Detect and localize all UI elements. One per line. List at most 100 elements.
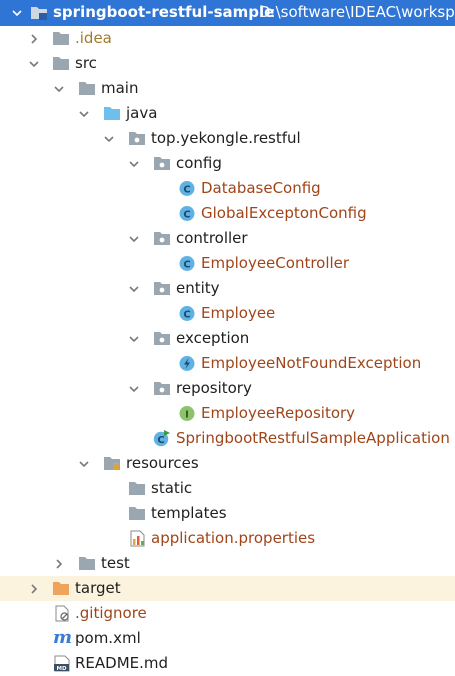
tree-row-src[interactable]: src: [0, 51, 455, 76]
package-icon: [154, 282, 170, 295]
tree-label-exception: exception: [176, 329, 250, 347]
tree-label-main: main: [101, 79, 139, 97]
chevron-right-icon[interactable]: [51, 551, 67, 576]
package-icon: [154, 382, 170, 395]
tree-label-employee-not-found-exception: EmployeeNotFoundException: [201, 354, 422, 372]
tree-row-employee-not-found-exception[interactable]: EmployeeNotFoundException: [0, 351, 455, 376]
markdown-file-icon: MD: [54, 655, 70, 672]
interface-icon: I: [179, 406, 195, 421]
chevron-down-icon[interactable]: [76, 451, 92, 476]
tree-label-src: src: [75, 54, 97, 72]
chevron-down-icon[interactable]: [9, 0, 25, 25]
svg-text:MD: MD: [56, 666, 66, 672]
chevron-down-icon[interactable]: [126, 376, 142, 401]
tree-row-employee-repository[interactable]: I EmployeeRepository: [0, 401, 455, 426]
svg-text:I: I: [185, 410, 189, 421]
tree-label-target: target: [75, 579, 121, 597]
folder-icon: [53, 57, 69, 70]
folder-icon: [79, 82, 95, 95]
tree-row-target[interactable]: target: [0, 576, 455, 601]
tree-row-config[interactable]: config: [0, 151, 455, 176]
tree-row-application-properties[interactable]: application.properties: [0, 526, 455, 551]
tree-label-readme: README.md: [75, 654, 169, 672]
folder-icon: [79, 557, 95, 570]
exception-class-icon: [179, 356, 195, 371]
chevron-down-icon[interactable]: [126, 276, 142, 301]
folder-icon: [129, 482, 145, 495]
tree-row-controller[interactable]: controller: [0, 226, 455, 251]
class-icon: C: [179, 306, 195, 321]
tree-label-package: top.yekongle.restful: [151, 129, 301, 147]
project-path: D:\software\IDEAC\workspa: [259, 3, 455, 21]
tree-label-resources: resources: [126, 454, 199, 472]
class-icon: C: [179, 206, 195, 221]
tree-row-main[interactable]: main: [0, 76, 455, 101]
tree-row-package[interactable]: top.yekongle.restful: [0, 126, 455, 151]
tree-label-employee: Employee: [201, 304, 276, 322]
class-icon: C: [179, 256, 195, 271]
tree-row-employee[interactable]: C Employee: [0, 301, 455, 326]
tree-row-repository[interactable]: repository: [0, 376, 455, 401]
svg-text:C: C: [183, 185, 190, 196]
ignored-file-icon: [55, 605, 69, 622]
tree-label-employee-controller: EmployeeController: [201, 254, 350, 272]
svg-text:C: C: [157, 435, 164, 446]
tree-label-global-exception-config: GlobalExceptonConfig: [201, 204, 367, 222]
chevron-down-icon[interactable]: [76, 101, 92, 126]
chevron-right-icon[interactable]: [26, 26, 42, 51]
tree-label-entity: entity: [176, 279, 220, 297]
tree-label-repository: repository: [176, 379, 252, 397]
package-icon: [154, 157, 170, 170]
properties-file-icon: [130, 530, 145, 547]
tree-row-readme[interactable]: MD README.md: [0, 651, 455, 676]
excluded-folder-icon: [53, 582, 69, 595]
tree-label-controller: controller: [176, 229, 248, 247]
module-folder-icon: [31, 7, 47, 20]
tree-row-employee-controller[interactable]: C EmployeeController: [0, 251, 455, 276]
resources-folder-icon: [104, 457, 120, 470]
tree-row-static[interactable]: static: [0, 476, 455, 501]
project-name: springboot-restful-sample: [53, 3, 275, 21]
tree-label-employee-repository: EmployeeRepository: [201, 404, 356, 422]
tree-row-global-exception-config[interactable]: C GlobalExceptonConfig: [0, 201, 455, 226]
chevron-down-icon[interactable]: [101, 126, 117, 151]
tree-row-test[interactable]: test: [0, 551, 455, 576]
tree-row-idea[interactable]: .idea: [0, 26, 455, 51]
package-icon: [154, 232, 170, 245]
tree-row-templates[interactable]: templates: [0, 501, 455, 526]
spring-boot-class-icon: C: [153, 430, 170, 447]
folder-icon: [129, 507, 145, 520]
tree-label-pom: pom.xml: [75, 629, 141, 647]
tree-row-gitignore[interactable]: .gitignore: [0, 601, 455, 626]
folder-icon: [53, 32, 69, 45]
tree-row-database-config[interactable]: C DatabaseConfig: [0, 176, 455, 201]
tree-row-project-root[interactable]: springboot-restful-sample D:\software\ID…: [0, 0, 455, 26]
class-icon: C: [179, 181, 195, 196]
tree-row-pom[interactable]: m pom.xml: [0, 626, 455, 651]
tree-label-application-class: SpringbootRestfulSampleApplication: [176, 429, 450, 447]
tree-row-entity[interactable]: entity: [0, 276, 455, 301]
chevron-down-icon[interactable]: [26, 51, 42, 76]
tree-row-java[interactable]: java: [0, 101, 455, 126]
tree-label-idea: .idea: [75, 29, 112, 47]
tree-label-static: static: [151, 479, 193, 497]
tree-label-database-config: DatabaseConfig: [201, 179, 321, 197]
svg-text:C: C: [183, 260, 190, 271]
tree-row-application-class[interactable]: C SpringbootRestfulSampleApplication: [0, 426, 455, 451]
maven-icon: m: [53, 627, 73, 648]
chevron-down-icon[interactable]: [126, 226, 142, 251]
tree-label-java: java: [126, 104, 158, 122]
chevron-down-icon[interactable]: [126, 151, 142, 176]
chevron-right-icon[interactable]: [26, 576, 42, 601]
tree-label-config: config: [176, 154, 222, 172]
svg-text:C: C: [183, 210, 190, 221]
chevron-down-icon[interactable]: [51, 76, 67, 101]
tree-row-exception[interactable]: exception: [0, 326, 455, 351]
tree-label-gitignore: .gitignore: [75, 604, 147, 622]
tree-label-test: test: [101, 554, 130, 572]
source-folder-icon: [104, 107, 120, 120]
tree-row-resources[interactable]: resources: [0, 451, 455, 476]
package-icon: [154, 332, 170, 345]
chevron-down-icon[interactable]: [126, 326, 142, 351]
